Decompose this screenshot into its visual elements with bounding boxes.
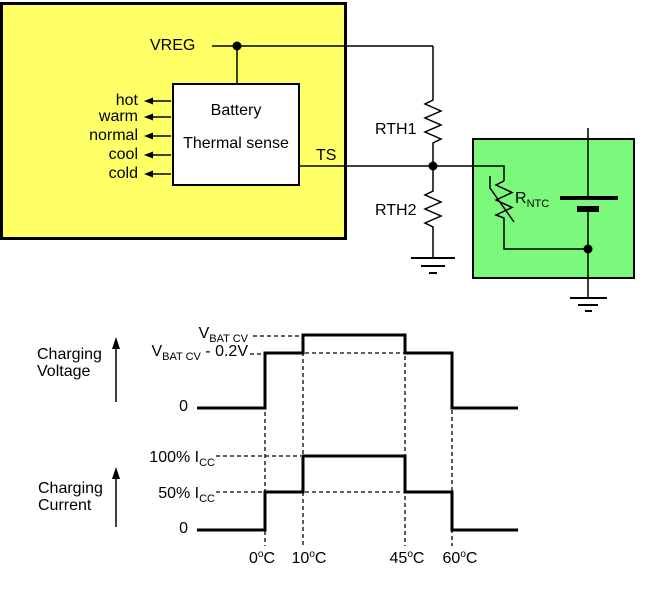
ts-wire	[300, 161, 505, 181]
rntc-label-sub: NTC	[526, 198, 550, 210]
output-label-hot: hot	[115, 92, 138, 109]
voltage-zero-label: 0	[179, 398, 188, 415]
output-label-warm: warm	[98, 108, 138, 125]
ntc-diagonal-stroke	[489, 176, 515, 223]
tick-0c-degree: o	[257, 549, 264, 560]
tick-45c-degree: o	[407, 549, 413, 560]
i100-main: 100% I	[149, 449, 200, 466]
tick-0c-unit: C	[263, 550, 276, 567]
ground-symbol-battery	[570, 297, 607, 312]
vbatcv-level-label: VBAT CV	[160, 325, 248, 346]
vbatcv-minus-level-label: VBAT CV - 0.2V	[131, 343, 248, 364]
warm-arrow	[144, 113, 171, 121]
vbatcv-main: V	[198, 325, 210, 342]
ntc-thermistor-symbol	[489, 176, 588, 250]
battery-symbol	[560, 128, 618, 298]
charging-voltage-axis-label: Charging Voltage	[37, 346, 102, 380]
output-label-cold: cold	[108, 165, 138, 182]
battery-thermal-sense-box: Battery Thermal sense	[172, 83, 300, 186]
rntc-label: RNTC	[515, 190, 550, 211]
voltage-axis-arrow	[112, 337, 120, 402]
charging-voltage-axis-line1: Charging	[37, 346, 102, 363]
battery-junction-dot	[583, 244, 593, 254]
charging-current-axis-label: Charging Current	[38, 480, 103, 514]
rntc-label-main: R	[515, 190, 527, 207]
current-zero-label: 0	[179, 520, 188, 537]
rth2-resistor-symbol	[423, 166, 443, 258]
tick-60c-unit: C	[465, 550, 478, 567]
i100-level-label: 100% ICC	[133, 449, 215, 470]
hot-arrow	[144, 97, 171, 105]
tick-10c-num: 10	[291, 550, 310, 567]
vreg-wire	[212, 41, 433, 83]
cool-arrow	[144, 151, 171, 159]
tick-10c-degree: o	[309, 549, 315, 560]
battery-pack-block	[472, 138, 635, 279]
tick-45c: 45oC	[385, 549, 429, 569]
tick-45c-unit: C	[412, 550, 425, 567]
voltage-waveform	[197, 333, 518, 410]
vbatcv-minus-sub: BAT CV	[162, 351, 201, 363]
vreg-label: VREG	[150, 37, 196, 54]
tick-0c-num: 0	[248, 550, 258, 567]
current-axis-arrow	[112, 467, 120, 527]
i50-sub: CC	[199, 493, 215, 505]
thermal-output-arrows	[144, 97, 171, 178]
tick-60c: 60oC	[438, 549, 482, 569]
vreg-junction-dot	[232, 41, 242, 51]
dashed-guides	[216, 335, 453, 546]
charging-current-axis-line2: Current	[38, 497, 92, 514]
tick-10c: 10oC	[287, 549, 331, 569]
vbatcv-minus-main: V	[151, 343, 163, 360]
rth1-resistor-symbol	[423, 46, 443, 166]
charging-current-axis-line1: Charging	[38, 480, 103, 497]
tick-0c: 0oC	[241, 549, 283, 569]
rth2-label: RTH2	[375, 202, 417, 219]
block-label-line1: Battery	[210, 102, 262, 119]
tick-60c-num: 60	[442, 550, 461, 567]
current-waveform	[197, 454, 518, 532]
rth1-label: RTH1	[375, 121, 417, 138]
i50-level-label: 50% ICC	[133, 485, 215, 506]
tick-60c-degree: o	[460, 549, 466, 560]
i50-main: 50% I	[158, 485, 200, 502]
normal-arrow	[144, 132, 171, 140]
tick-10c-unit: C	[314, 550, 327, 567]
i100-sub: CC	[199, 457, 215, 469]
vbatcv-minus-rest: - 0.2V	[200, 343, 248, 360]
output-label-cool: cool	[108, 146, 138, 163]
ground-symbol-rth2	[411, 257, 455, 274]
charging-voltage-axis-line2: Voltage	[37, 363, 91, 380]
vbatcv-sub: BAT CV	[209, 333, 248, 345]
cold-arrow	[144, 170, 171, 178]
ts-pin-label: TS	[316, 147, 337, 164]
block-label-line2: Thermal sense	[183, 135, 289, 152]
tick-45c-num: 45	[389, 550, 408, 567]
output-label-normal: normal	[89, 127, 138, 144]
